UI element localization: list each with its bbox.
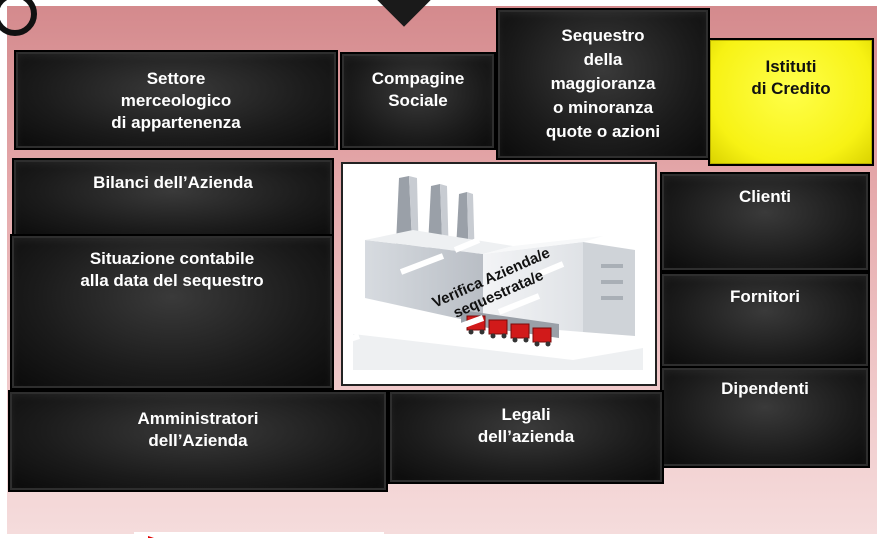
- box-amministratori: Amministratori dell’Azienda: [8, 390, 388, 492]
- box-compagine-sociale: Compagine Sociale: [340, 52, 496, 150]
- box-label: Situazione contabile alla data del seque…: [80, 249, 264, 290]
- circle-decoration-icon: [0, 0, 37, 36]
- box-label: Legali dell’azienda: [477, 405, 575, 446]
- box-label: Sequestro della maggioranza o minoranza …: [545, 26, 661, 141]
- box-fornitori: Fornitori: [660, 272, 870, 368]
- chevron-down-icon: [374, 0, 434, 27]
- factory-icon: Verifica Azienda/e sequestrata/e: [343, 176, 643, 370]
- box-istituti-di-credito: Istituti di Credito: [708, 38, 874, 166]
- box-label: Compagine Sociale: [371, 69, 465, 110]
- factory-illustration: Verifica Azienda/e sequestrata/e: [341, 162, 657, 386]
- box-label: Istituti di Credito: [751, 57, 831, 98]
- box-label: Bilanci dell’Azienda: [93, 173, 253, 192]
- box-label: Clienti: [739, 187, 791, 206]
- box-legali: Legali dell’azienda: [388, 390, 664, 484]
- red-arrow-icon: [134, 532, 384, 538]
- box-dipendenti: Dipendenti: [660, 366, 870, 468]
- box-label: Fornitori: [730, 287, 800, 306]
- box-situazione-contabile: Situazione contabile alla data del seque…: [10, 234, 334, 390]
- box-sequestro: Sequestro della maggioranza o minoranza …: [496, 8, 710, 160]
- box-settore-merceologico: Settore merceologico di appartenenza: [14, 50, 338, 150]
- box-label: Dipendenti: [721, 379, 809, 398]
- box-label: Settore merceologico di appartenenza: [111, 69, 241, 132]
- box-bilanci: Bilanci dell’Azienda: [12, 158, 334, 240]
- box-clienti: Clienti: [660, 172, 870, 272]
- box-label: Amministratori dell’Azienda: [137, 409, 259, 450]
